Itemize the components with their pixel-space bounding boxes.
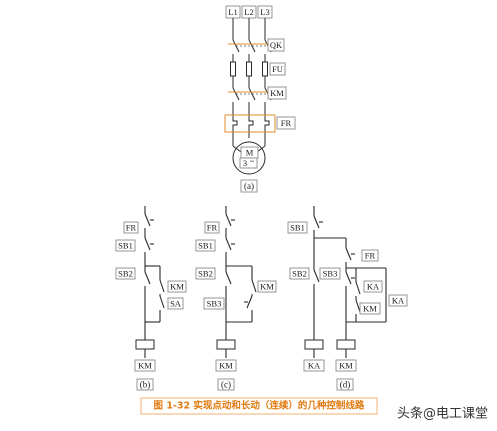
d-sb2-label: SB2	[292, 269, 307, 279]
qk-box	[267, 38, 285, 52]
b-coil-label: KM	[138, 361, 152, 371]
phase-wires	[230, 18, 274, 146]
b-sb2-box	[115, 267, 136, 280]
coil-km-c	[216, 339, 236, 350]
fr-label: FR	[281, 118, 292, 128]
km-box	[267, 86, 287, 100]
caption-d: (d)	[340, 380, 351, 390]
d-ka2-label: KA	[392, 296, 405, 306]
caption-c: (c)	[221, 380, 231, 390]
d-coil-km-label: KM	[339, 361, 353, 371]
qk-label: QK	[270, 40, 283, 50]
phase-l3-label: L3	[260, 7, 269, 17]
b-fr-label: FR	[126, 223, 137, 233]
fr-box	[276, 116, 296, 130]
fu-box	[269, 62, 286, 76]
figure-caption: 图 1-32 实现点动和长动（连续）的几种控制线路	[154, 400, 365, 412]
circuit-d: SB1 FR SB2 SB3 KA KM KA KA KM (d)	[287, 206, 408, 391]
c-sb2-box	[195, 267, 216, 280]
caption-d-box	[336, 378, 354, 391]
c-fr-label: FR	[207, 223, 218, 233]
motor-tilde: ~	[250, 156, 255, 166]
motor-phase-box	[239, 157, 258, 169]
d-coil-km-label-box	[335, 359, 357, 372]
c-km-box	[257, 280, 277, 293]
km-label: KM	[270, 88, 284, 98]
d-coil-ka-label-box	[303, 359, 325, 372]
d-coil-ka-label: KA	[308, 361, 321, 371]
b-km-label: KM	[170, 282, 184, 292]
phase-l2-label: L2	[244, 7, 253, 17]
d-ka2-box	[388, 294, 408, 307]
d-sb2-box	[289, 267, 310, 280]
d-ka-box	[363, 280, 383, 293]
caption-a: (a)	[244, 181, 254, 191]
coil-ka-d	[304, 339, 324, 350]
c-sb3-box	[203, 297, 225, 310]
coil-km-d	[336, 339, 356, 350]
b-sb2-label: SB2	[118, 269, 133, 279]
b-fr-box	[123, 221, 139, 234]
b-sb1-label: SB1	[118, 241, 133, 251]
watermark: 头条@电工课堂	[397, 406, 488, 422]
c-km-label: KM	[260, 282, 274, 292]
caption-b-box	[136, 378, 154, 391]
c-coil-label: KM	[219, 361, 233, 371]
fu-label: FU	[272, 64, 283, 74]
d-sb3-label: SB3	[323, 269, 338, 279]
motor-symbol	[232, 141, 266, 175]
d-km-box	[359, 302, 381, 315]
b-sa-box	[167, 297, 184, 310]
c-sb3-label: SB3	[207, 299, 222, 309]
d-ka-label: KA	[367, 282, 380, 292]
d-fr-label: FR	[365, 251, 376, 261]
caption-a-box	[240, 179, 258, 193]
b-sa-label: SA	[170, 299, 182, 309]
motor-letter: M	[246, 148, 254, 158]
caption-c-box	[217, 378, 235, 391]
figure-caption-box	[140, 397, 378, 415]
b-sb1-box	[115, 239, 136, 252]
c-sb2-label: SB2	[198, 269, 213, 279]
b-km-box	[167, 280, 187, 293]
c-sb1-box	[195, 239, 216, 252]
motor-phase: 3	[243, 158, 247, 168]
d-km-label: KM	[363, 304, 377, 314]
power-circuit: L1 L2 L3	[224, 5, 296, 193]
d-fr-box	[361, 249, 379, 262]
c-sb1-label: SB1	[198, 241, 213, 251]
d-sb3-box	[319, 267, 341, 280]
phase-l1-label: L1	[228, 7, 237, 17]
c-coil-label-box	[215, 359, 237, 372]
d-sb1-box	[287, 221, 308, 234]
b-coil-label-box	[134, 359, 156, 372]
fr-orange-frame	[224, 114, 276, 133]
circuit-b: FR SB1 SB2 KM SA KM (b)	[115, 206, 187, 391]
d-sb1-label: SB1	[290, 223, 305, 233]
c-fr-box	[204, 221, 220, 234]
circuit-c: FR SB1 SB2 KM SB3 KM (c)	[195, 206, 277, 391]
caption-b: (b)	[140, 380, 151, 390]
coil-km-b	[135, 339, 155, 350]
